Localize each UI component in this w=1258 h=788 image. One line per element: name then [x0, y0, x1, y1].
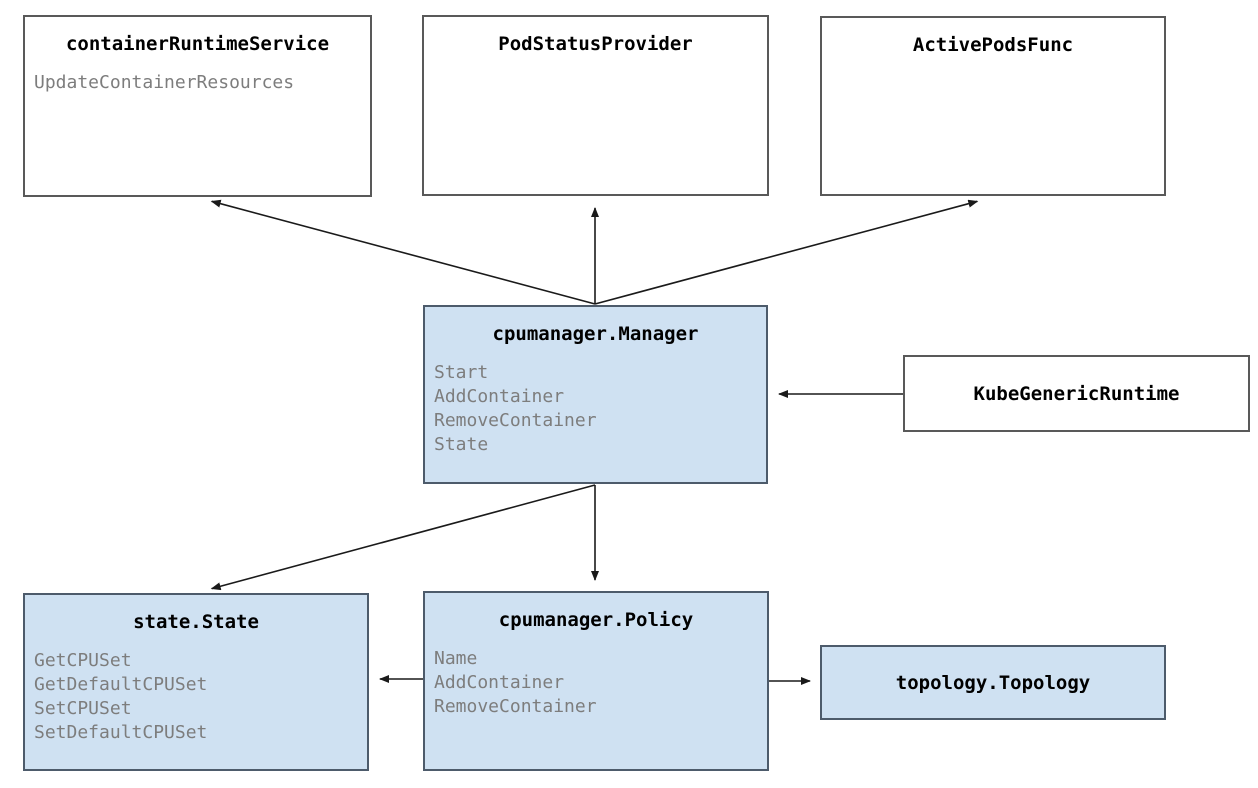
- method-item: Start: [434, 362, 489, 383]
- class-title-topology-topology: topology.Topology: [895, 671, 1091, 694]
- method-item: RemoveContainer: [434, 410, 597, 431]
- method-item: SetDefaultCPUSet: [34, 722, 208, 743]
- method-item: GetDefaultCPUSet: [34, 674, 208, 695]
- method-item: AddContainer: [434, 672, 565, 693]
- edge-manager-to-container-runtime-service: [210, 199, 596, 305]
- class-box-topology-topology[interactable]: topology.Topology: [820, 645, 1166, 720]
- method-item: AddContainer: [434, 386, 565, 407]
- class-box-kube-generic-runtime[interactable]: KubeGenericRuntime: [903, 355, 1250, 432]
- class-title-cpumanager-policy: cpumanager.Policy: [498, 609, 694, 631]
- class-title-active-pods-func: ActivePodsFunc: [912, 34, 1074, 56]
- class-title-container-runtime-service: containerRuntimeService: [65, 33, 330, 55]
- method-item: UpdateContainerResources: [34, 72, 295, 93]
- method-item: Name: [434, 648, 478, 669]
- method-item: RemoveContainer: [434, 696, 597, 717]
- class-box-active-pods-func[interactable]: ActivePodsFunc: [820, 16, 1166, 196]
- edge-manager-to-state-state: [210, 484, 596, 591]
- class-box-header-kube-generic-runtime: KubeGenericRuntime: [905, 357, 1248, 430]
- class-title-pod-status-provider: PodStatusProvider: [498, 33, 693, 55]
- class-title-kube-generic-runtime: KubeGenericRuntime: [973, 382, 1180, 405]
- class-title-cpumanager-manager: cpumanager.Manager: [492, 323, 699, 345]
- edge-manager-to-active-pods-func: [594, 199, 979, 305]
- class-box-header-topology-topology: topology.Topology: [822, 647, 1164, 718]
- method-list-container-runtime-service: UpdateContainerResources: [25, 71, 370, 95]
- method-item: GetCPUSet: [34, 650, 132, 671]
- method-item: SetCPUSet: [34, 698, 132, 719]
- method-item: State: [434, 434, 489, 455]
- class-title-state-state: state.State: [133, 611, 259, 633]
- class-box-pod-status-provider[interactable]: PodStatusProvider: [422, 15, 769, 196]
